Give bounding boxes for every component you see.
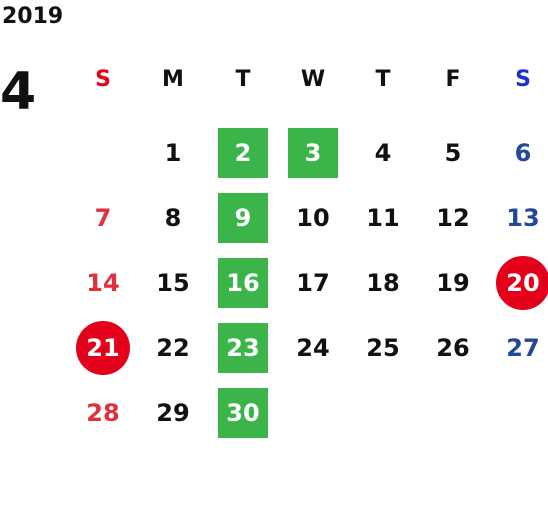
day-number: 18 bbox=[366, 268, 400, 297]
day-number: 10 bbox=[296, 203, 330, 232]
day-number: 14 bbox=[86, 268, 120, 297]
day-cell[interactable]: 11 bbox=[348, 185, 418, 250]
day-cell[interactable]: 5 bbox=[418, 120, 488, 185]
day-number: 26 bbox=[436, 333, 470, 362]
day-cell[interactable]: 2 bbox=[208, 120, 278, 185]
day-cell[interactable]: 14 bbox=[68, 250, 138, 315]
day-cell[interactable]: 16 bbox=[208, 250, 278, 315]
day-number: 15 bbox=[156, 268, 190, 297]
day-cell[interactable]: 13 bbox=[488, 185, 548, 250]
calendar-month: 4 bbox=[0, 62, 37, 122]
day-number: 9 bbox=[218, 192, 268, 243]
day-number: 30 bbox=[218, 387, 268, 438]
day-number: 4 bbox=[374, 138, 392, 167]
day-number: 27 bbox=[506, 333, 540, 362]
day-number: 1 bbox=[164, 138, 182, 167]
day-cell[interactable]: 18 bbox=[348, 250, 418, 315]
day-number: 17 bbox=[296, 268, 330, 297]
day-cell[interactable]: 17 bbox=[278, 250, 348, 315]
day-cell[interactable]: 29 bbox=[138, 380, 208, 445]
day-number: 19 bbox=[436, 268, 470, 297]
day-cell[interactable]: 8 bbox=[138, 185, 208, 250]
day-number: 6 bbox=[514, 138, 532, 167]
weekday-header-friday: F bbox=[445, 67, 461, 92]
weekday-header-sunday: S bbox=[95, 67, 111, 92]
day-cell[interactable]: 4 bbox=[348, 120, 418, 185]
weekday-header-thursday: T bbox=[375, 67, 391, 92]
day-number: 8 bbox=[164, 203, 182, 232]
day-cell[interactable]: 21 bbox=[68, 315, 138, 380]
day-number: 5 bbox=[444, 138, 462, 167]
weekday-header-monday: M bbox=[162, 67, 184, 92]
day-cell[interactable]: 26 bbox=[418, 315, 488, 380]
day-number: 20 bbox=[496, 255, 548, 310]
day-number: 22 bbox=[156, 333, 190, 362]
day-number: 7 bbox=[94, 203, 112, 232]
day-number: 13 bbox=[506, 203, 540, 232]
day-number: 29 bbox=[156, 398, 190, 427]
calendar-year: 2019 bbox=[2, 4, 64, 29]
day-number: 28 bbox=[86, 398, 120, 427]
day-cell[interactable]: 12 bbox=[418, 185, 488, 250]
day-number: 2 bbox=[218, 127, 268, 178]
day-cell[interactable]: 22 bbox=[138, 315, 208, 380]
day-cell[interactable]: 15 bbox=[138, 250, 208, 315]
day-cell[interactable]: 19 bbox=[418, 250, 488, 315]
day-number: 3 bbox=[288, 127, 338, 178]
day-cell[interactable]: 3 bbox=[278, 120, 348, 185]
day-number: 25 bbox=[366, 333, 400, 362]
day-cell[interactable]: 30 bbox=[208, 380, 278, 445]
weekday-header-wednesday: W bbox=[300, 67, 326, 92]
day-cell[interactable]: 24 bbox=[278, 315, 348, 380]
day-cell[interactable]: 28 bbox=[68, 380, 138, 445]
day-number: 24 bbox=[296, 333, 330, 362]
day-cell[interactable]: 20 bbox=[488, 250, 548, 315]
day-cell[interactable]: 6 bbox=[488, 120, 548, 185]
day-number: 16 bbox=[218, 257, 268, 308]
day-cell[interactable]: 10 bbox=[278, 185, 348, 250]
day-cell[interactable]: 1 bbox=[138, 120, 208, 185]
day-number: 23 bbox=[218, 322, 268, 373]
weekday-header-saturday: S bbox=[515, 67, 531, 92]
day-cell[interactable]: 25 bbox=[348, 315, 418, 380]
weekday-header-tuesday: T bbox=[235, 67, 251, 92]
day-cell[interactable]: 23 bbox=[208, 315, 278, 380]
day-cell[interactable]: 7 bbox=[68, 185, 138, 250]
day-number: 21 bbox=[76, 320, 130, 375]
day-number: 11 bbox=[366, 203, 400, 232]
day-cell[interactable]: 27 bbox=[488, 315, 548, 380]
day-cell[interactable]: 9 bbox=[208, 185, 278, 250]
day-number: 12 bbox=[436, 203, 470, 232]
